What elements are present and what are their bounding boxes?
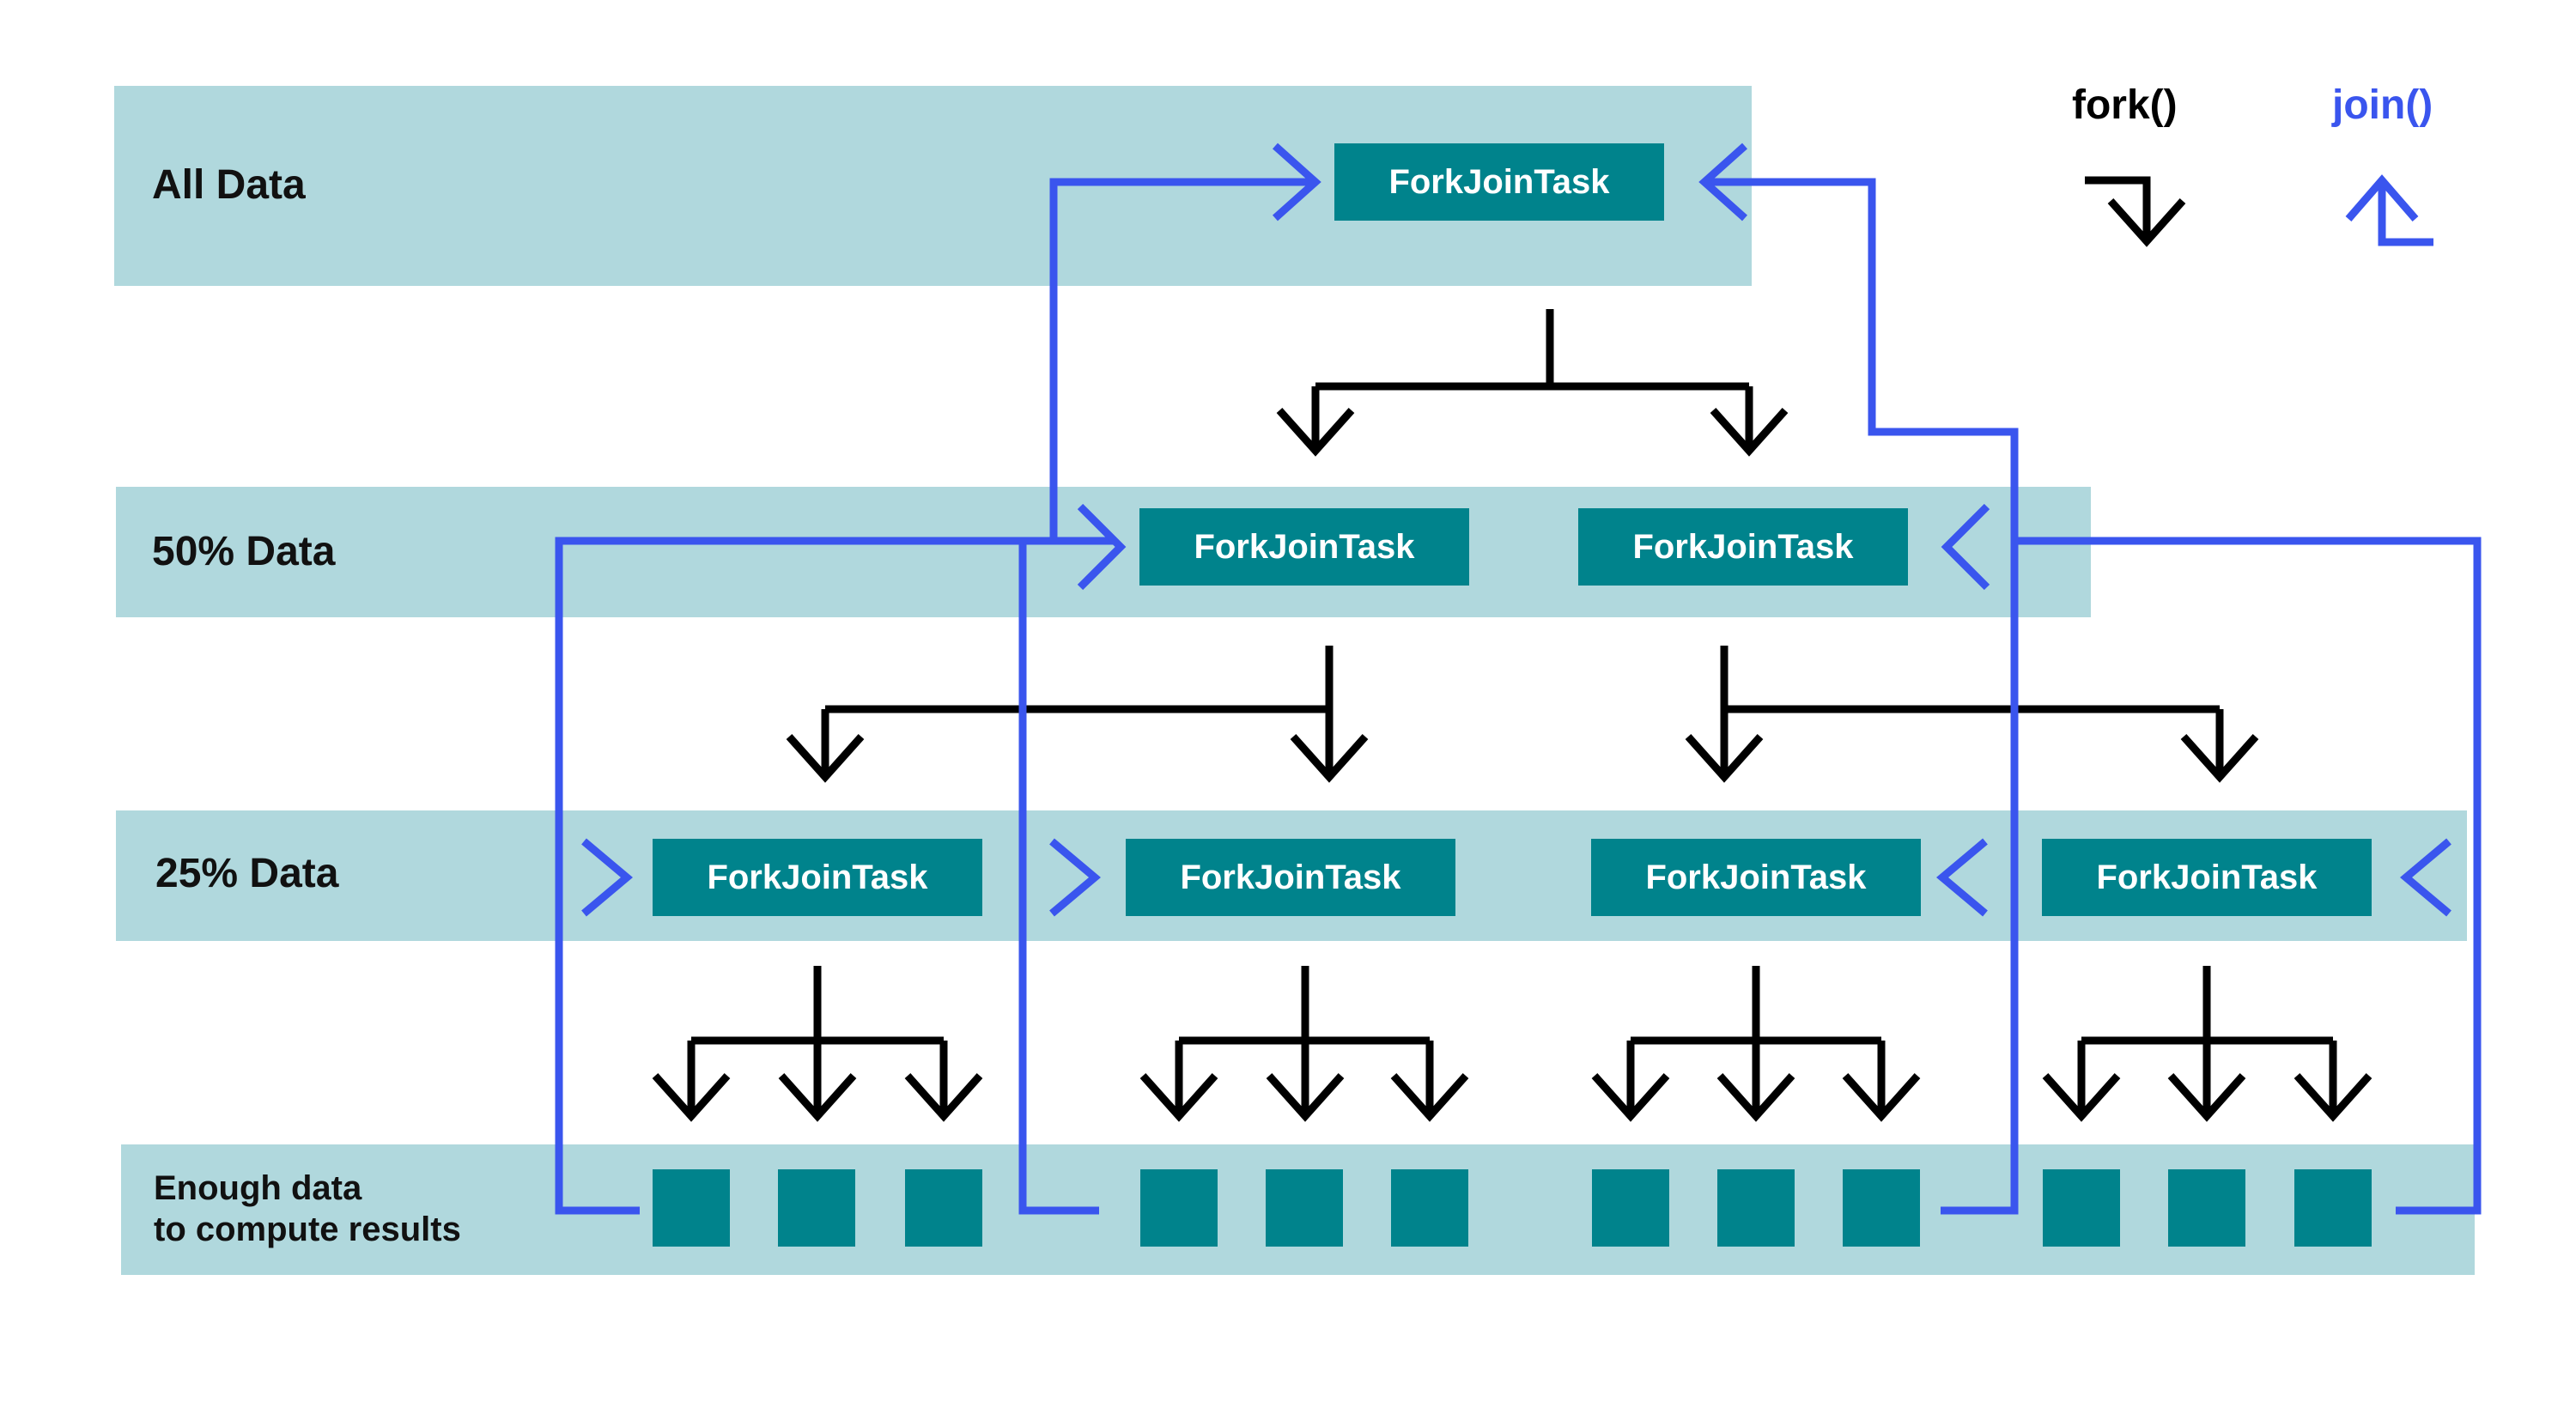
fork-arrow-q3 xyxy=(1626,966,1886,1116)
join-arrowhead xyxy=(1941,503,1990,591)
leaf-task xyxy=(1717,1169,1795,1247)
fork-arrow-root xyxy=(1311,309,1753,451)
fork-arrowhead xyxy=(1390,1073,1469,1122)
level-label-50-data: 50% Data xyxy=(152,529,336,574)
join-arrow-to-q3 xyxy=(1941,537,2482,1215)
fork-arrow-half-left xyxy=(821,646,1334,777)
leaf-task xyxy=(1266,1169,1343,1247)
task-half-left: ForkJoinTask xyxy=(1139,508,1469,586)
fork-arrowhead xyxy=(1591,1073,1670,1122)
join-arrowhead xyxy=(1077,503,1127,591)
task-root: ForkJoinTask xyxy=(1334,143,1664,221)
fork-arrowhead xyxy=(786,734,865,783)
leaf-task xyxy=(653,1169,730,1247)
legend-fork-label: fork() xyxy=(2072,82,2178,128)
join-arrowhead xyxy=(581,838,633,917)
level-label-enough-data-line2: to compute results xyxy=(154,1211,461,1248)
legend-join-label: join() xyxy=(2332,82,2433,128)
join-arrow-to-q2 xyxy=(1018,541,1099,1215)
fork-arrowhead xyxy=(1266,1073,1345,1122)
fork-arrows xyxy=(652,309,2372,1122)
fork-arrowhead xyxy=(1710,408,1789,457)
task-quarter-4: ForkJoinTask xyxy=(2042,839,2372,916)
fork-arrowhead xyxy=(778,1073,857,1122)
fork-arrowhead xyxy=(2293,1073,2372,1122)
level-label-enough-data-line1: Enough data xyxy=(154,1169,362,1207)
leaf-task xyxy=(1843,1169,1920,1247)
join-arrow-to-q1 xyxy=(555,537,1054,1215)
level-label-all-data: All Data xyxy=(152,162,306,208)
join-arrowhead xyxy=(1049,838,1101,917)
join-arrowhead xyxy=(1698,143,1747,222)
leaf-task xyxy=(2168,1169,2245,1247)
fork-arrowhead xyxy=(1685,734,1764,783)
task-half-right: ForkJoinTask xyxy=(1578,508,1908,586)
leaf-task xyxy=(1140,1169,1218,1247)
task-quarter-2: ForkJoinTask xyxy=(1126,839,1455,916)
join-arrowhead xyxy=(1936,838,1988,917)
join-arrowhead xyxy=(2400,838,2451,917)
leaf-task xyxy=(778,1169,855,1247)
fork-arrowhead xyxy=(1290,734,1369,783)
join-arrow-half-right-to-root xyxy=(1709,178,2019,541)
fork-arrow-q1 xyxy=(687,966,948,1116)
join-arrowhead xyxy=(1273,143,1321,222)
fork-arrow-half-right xyxy=(1720,646,2224,777)
fork-arrowhead xyxy=(2042,1073,2121,1122)
fork-arrowhead xyxy=(652,1073,731,1122)
fork-arrow-q2 xyxy=(1175,966,1434,1116)
task-quarter-3: ForkJoinTask xyxy=(1591,839,1921,916)
leaf-task xyxy=(1592,1169,1669,1247)
fork-arrowhead xyxy=(904,1073,983,1122)
fork-arrowhead xyxy=(2180,734,2259,783)
join-arrows xyxy=(555,143,2482,1215)
fork-arrow-q4 xyxy=(2077,966,2337,1116)
leaf-task xyxy=(2043,1169,2120,1247)
leaf-task xyxy=(2294,1169,2372,1247)
fork-arrowhead xyxy=(1716,1073,1795,1122)
fork-arrowhead xyxy=(1842,1073,1921,1122)
task-quarter-1: ForkJoinTask xyxy=(653,839,982,916)
legend-join-icon xyxy=(2345,174,2433,246)
legend-fork-icon xyxy=(2085,176,2186,247)
level-label-25-data: 25% Data xyxy=(155,851,339,896)
leaf-task xyxy=(1391,1169,1468,1247)
fork-arrowhead xyxy=(1276,408,1355,457)
join-arrow-half-left-to-root xyxy=(1049,178,1311,541)
fork-arrowhead xyxy=(1139,1073,1218,1122)
fork-arrowhead xyxy=(2167,1073,2246,1122)
leaf-task xyxy=(905,1169,982,1247)
